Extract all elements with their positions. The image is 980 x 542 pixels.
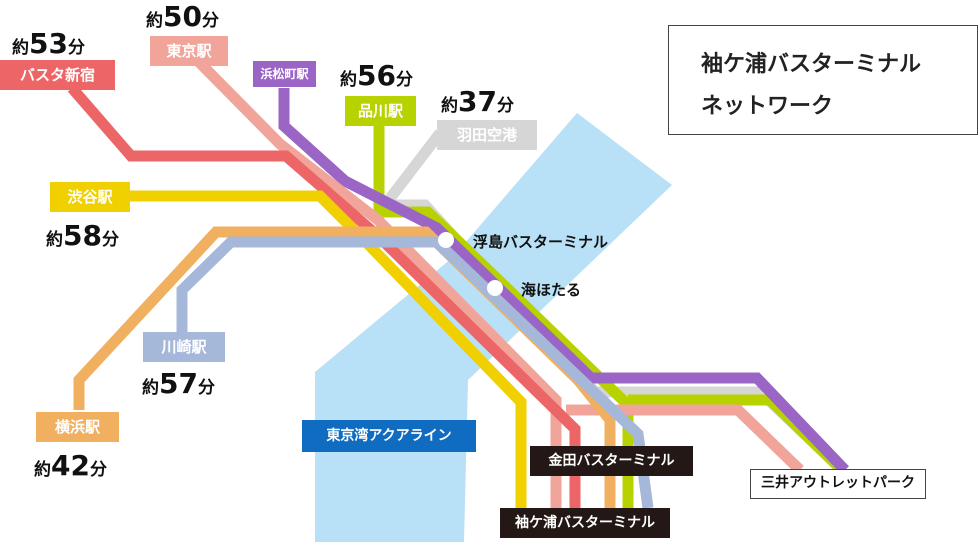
terminal-sodegaura: 袖ケ浦バスターミナル [500, 508, 670, 538]
kawasaki-time: 約57分 [142, 367, 215, 400]
station-hamamatsucho: 浜松町駅 [253, 61, 316, 87]
tokyo-time: 約50分 [146, 0, 219, 33]
haneda-time: 約37分 [441, 85, 514, 118]
ukishima-stop-marker [438, 232, 454, 248]
station-yokohama: 横浜駅 [36, 412, 119, 442]
station-shinjuku: バスタ新宿 [0, 60, 115, 90]
station-tokyo: 東京駅 [150, 36, 228, 66]
aqualine-label: 東京湾アクアライン [302, 420, 476, 452]
station-shinagawa: 品川駅 [345, 96, 416, 126]
station-haneda: 羽田空港 [437, 120, 537, 150]
route-shinagawa [373, 118, 634, 508]
umihotaru-stop-marker [487, 280, 503, 296]
terminal-outlet: 三井アウトレットパーク [750, 469, 926, 499]
station-shibuya: 渋谷駅 [50, 182, 130, 212]
title-line-1: 袖ケ浦バスターミナル [701, 52, 922, 77]
ukishima-stop-label: 浮島バスターミナル [473, 233, 609, 251]
shinjuku-time: 約53分 [12, 27, 85, 60]
shibuya-time: 約58分 [46, 219, 119, 252]
umihotaru-stop-label: 海ほたる [521, 281, 582, 299]
route-yokohama [73, 226, 616, 508]
route-tokyo [193, 56, 562, 508]
terminal-kaneda: 金田バスターミナル [530, 446, 693, 476]
network-title-box: 袖ケ浦バスターミナル ネットワーク [668, 25, 978, 135]
route-tokyo-outlet [566, 404, 804, 474]
title-line-2: ネットワーク [701, 94, 834, 119]
station-kawasaki: 川崎駅 [143, 332, 225, 362]
yokohama-time: 約42分 [34, 449, 107, 482]
tokyo-bay [315, 113, 672, 542]
route-shinjuku [67, 84, 581, 508]
shinagawa-time: 約56分 [340, 59, 413, 92]
route-hamamatsucho [278, 88, 849, 474]
